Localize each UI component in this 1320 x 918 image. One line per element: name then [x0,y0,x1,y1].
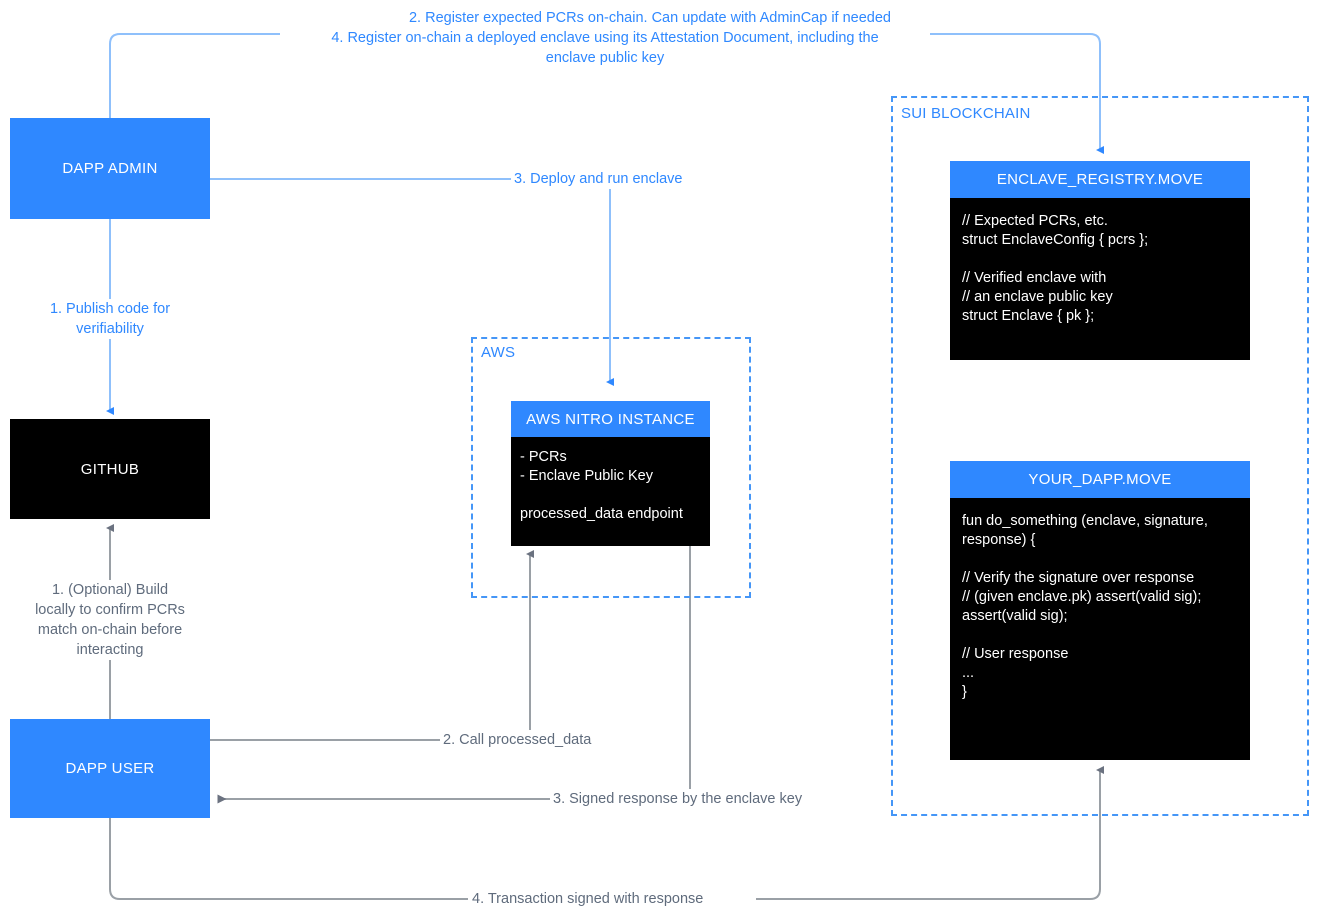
card-aws-nitro-instance-body: - PCRs - Enclave Public Key processed_da… [511,437,710,546]
node-dapp-admin[interactable]: DAPP ADMIN [10,118,210,219]
node-github-label: GITHUB [80,460,140,478]
node-dapp-admin-label: DAPP ADMIN [62,160,158,177]
edge-label-call-processed-data: 2. Call processed_data [440,730,646,750]
node-dapp-user[interactable]: DAPP USER [10,719,210,818]
edge-label-transaction-signed: 4. Transaction signed with response [468,889,756,909]
edge-label-register-enclave: 4. Register on-chain a deployed enclave … [280,28,930,68]
edge-label-deploy-run-enclave: 3. Deploy and run enclave [511,169,727,189]
edge-label-register-pcrs: 2. Register expected PCRs on-chain. Can … [300,8,1000,28]
card-enclave-registry-move-body: // Expected PCRs, etc. struct EnclaveCon… [950,198,1250,360]
group-sui-blockchain [891,96,1309,816]
group-aws [471,337,751,598]
card-enclave-registry-move-header: ENCLAVE_REGISTRY.MOVE [950,161,1250,198]
edge-label-optional-build: 1. (Optional) Build locally to confirm P… [20,580,200,660]
edge-label-signed-response: 3. Signed response by the enclave key [550,789,856,809]
card-your-dapp-move-body: fun do_something (enclave, signature, re… [950,498,1250,760]
card-your-dapp-move-header: YOUR_DAPP.MOVE [950,461,1250,498]
card-aws-nitro-instance-header: AWS NITRO INSTANCE [511,401,710,437]
node-github[interactable]: GITHUB [10,419,210,519]
card-your-dapp-move[interactable]: YOUR_DAPP.MOVE fun do_something (enclave… [950,461,1250,760]
group-aws-label: AWS [477,344,521,361]
node-dapp-user-label: DAPP USER [65,760,155,777]
group-sui-blockchain-label: SUI BLOCKCHAIN [897,105,1036,122]
card-enclave-registry-move[interactable]: ENCLAVE_REGISTRY.MOVE // Expected PCRs, … [950,161,1250,360]
card-aws-nitro-instance[interactable]: AWS NITRO INSTANCE - PCRs - Enclave Publ… [511,401,710,546]
edge-label-publish-code: 1. Publish code for verifiability [20,299,200,339]
